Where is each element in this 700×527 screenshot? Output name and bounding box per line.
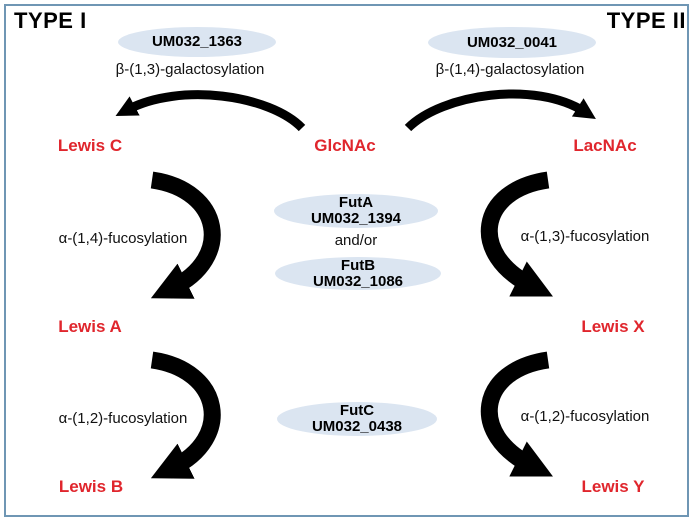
reaction-label-a12-fucosylation-left: α-(1,2)-fucosylation [58, 410, 188, 427]
reaction-label-a12-fucosylation-right: α-(1,2)-fucosylation [520, 408, 650, 425]
enzyme-name: FutB [340, 256, 376, 274]
enzyme-name: FutC [339, 402, 375, 419]
gene-ellipse-um032-0041: UM032_0041 [428, 27, 596, 58]
node-lewis-c: Lewis C [57, 136, 123, 155]
gene-label: UM032_1363 [151, 33, 243, 50]
node-glcnac: GlcNAc [314, 136, 376, 155]
node-lewis-b: Lewis B [58, 477, 124, 496]
node-lewis-a: Lewis A [58, 317, 122, 336]
reaction-label-b14-galactosylation: β-(1,4)-galactosylation [435, 61, 585, 78]
gene-label: UM032_0041 [466, 33, 558, 51]
enzyme-ellipse-futa: FutA UM032_1394 [274, 194, 438, 228]
enzyme-ellipse-futb: FutB UM032_1086 [275, 257, 441, 290]
title-type-ii: TYPE II [606, 8, 686, 33]
node-lewis-y: Lewis Y [581, 477, 645, 496]
reaction-label-a13-fucosylation: α-(1,3)-fucosylation [520, 228, 650, 245]
reaction-label-a14-fucosylation: α-(1,4)-fucosylation [58, 230, 188, 247]
reaction-label-b13-galactosylation: β-(1,3)-galactosylation [115, 61, 265, 78]
node-lacnac: LacNAc [573, 136, 637, 155]
connector-andor: and/or [334, 232, 378, 249]
enzyme-gene: UM032_1394 [310, 210, 402, 227]
title-type-i: TYPE I [14, 8, 87, 33]
enzyme-name: FutA [338, 194, 374, 211]
enzyme-ellipse-futc: FutC UM032_0438 [277, 402, 437, 436]
node-lewis-x: Lewis X [581, 317, 645, 336]
enzyme-gene: UM032_0438 [311, 418, 403, 435]
enzyme-gene: UM032_1086 [312, 272, 404, 290]
gene-ellipse-um032-1363: UM032_1363 [118, 27, 276, 57]
